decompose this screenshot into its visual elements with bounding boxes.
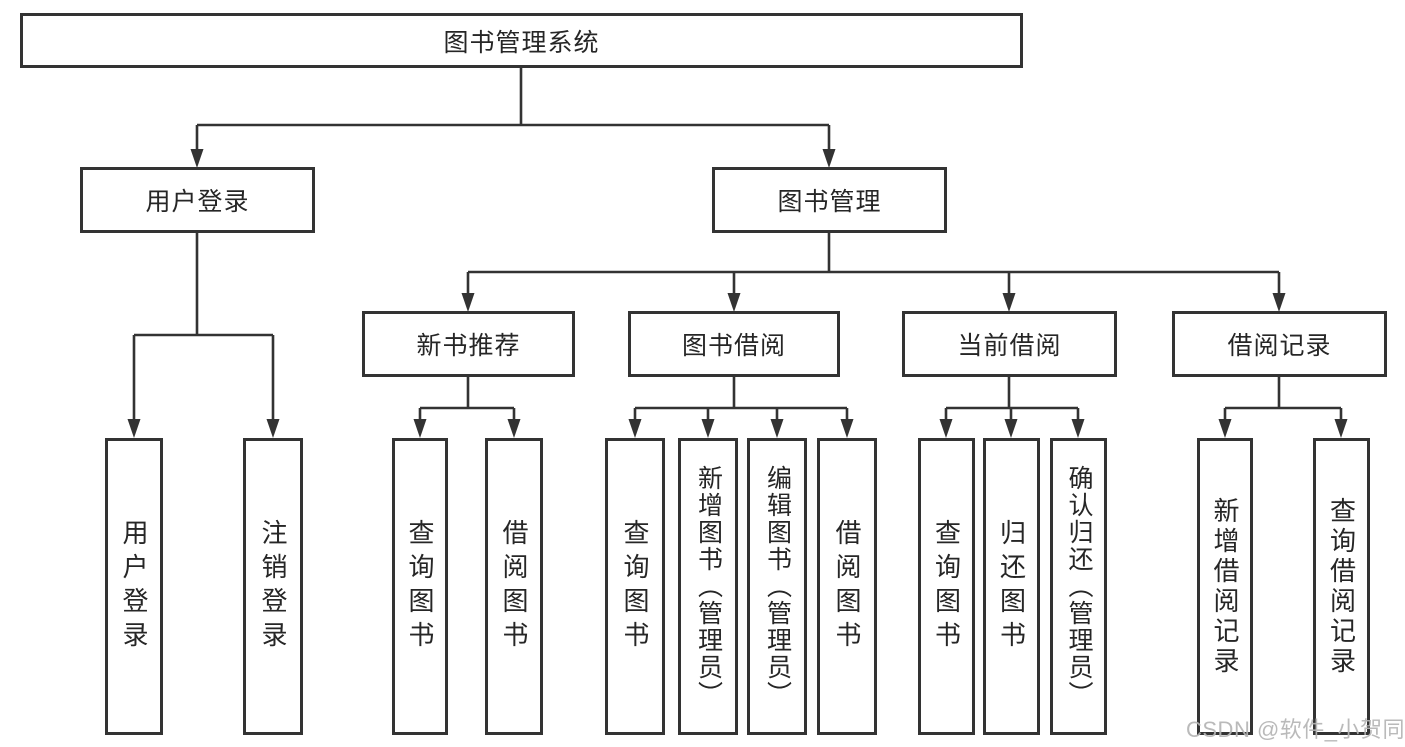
node-label: 新书推荐	[416, 332, 521, 360]
node-label: 借阅记录	[1227, 332, 1332, 360]
node-label: 查询图书	[405, 518, 435, 655]
node-label: 查询借阅记录	[1326, 496, 1357, 677]
node-label: 借阅图书	[499, 518, 529, 655]
node-book-borrowing: 图书借阅	[628, 311, 840, 377]
node-label: 图书管理系统	[443, 28, 600, 57]
node-borrowing-records: 借阅记录	[1172, 311, 1387, 377]
node-label: 查询图书	[620, 518, 650, 655]
node-leaf-cb-return-books: 归还图书	[983, 438, 1040, 735]
node-label: 用户登录	[145, 188, 250, 216]
node-library-management-system: 图书管理系统	[20, 13, 1023, 68]
node-label: 注销登录	[258, 518, 288, 655]
node-label: 编辑图书（管理员）	[763, 465, 792, 708]
node-label: 查询图书	[931, 518, 962, 655]
node-leaf-bb-borrow-books: 借阅图书	[817, 438, 877, 735]
node-label: 新增借阅记录	[1210, 496, 1240, 677]
node-leaf-bb-query-books: 查询图书	[605, 438, 665, 735]
node-current-borrowing: 当前借阅	[902, 311, 1117, 377]
node-leaf-br-query-borrow-record: 查询借阅记录	[1313, 438, 1370, 735]
node-leaf-cb-confirm-return-admin: 确认归还（管理员）	[1050, 438, 1107, 735]
node-label: 借阅图书	[832, 518, 862, 655]
node-leaf-nr-query-books: 查询图书	[392, 438, 448, 735]
node-label: 图书管理	[777, 188, 882, 216]
node-book-management: 图书管理	[712, 167, 947, 233]
node-leaf-nr-borrow-books: 借阅图书	[485, 438, 543, 735]
node-new-book-recommend: 新书推荐	[362, 311, 575, 377]
node-leaf-user-login: 用户登录	[105, 438, 163, 735]
arrowheads	[127, 149, 1348, 438]
node-leaf-bb-edit-books-admin: 编辑图书（管理员）	[747, 438, 807, 735]
node-label: 新增图书（管理员）	[694, 465, 723, 708]
node-leaf-logout: 注销登录	[243, 438, 303, 735]
node-leaf-cb-query-books: 查询图书	[918, 438, 975, 735]
node-leaf-br-add-borrow-record: 新增借阅记录	[1197, 438, 1253, 735]
node-leaf-bb-add-books-admin: 新增图书（管理员）	[678, 438, 738, 735]
node-label: 确认归还（管理员）	[1065, 465, 1093, 708]
node-label: 用户登录	[119, 518, 149, 655]
node-label: 当前借阅	[957, 332, 1062, 360]
node-label: 归还图书	[996, 518, 1027, 655]
node-user-login: 用户登录	[80, 167, 315, 233]
node-label: 图书借阅	[681, 332, 786, 360]
